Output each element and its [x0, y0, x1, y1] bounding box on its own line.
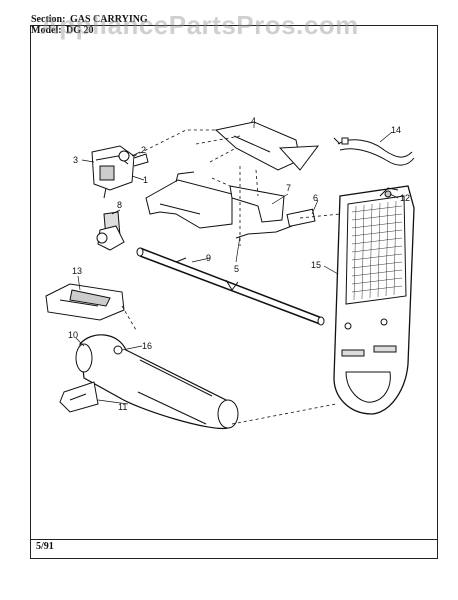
- callout-1: 1: [143, 175, 148, 185]
- model-value: DG 20: [66, 25, 94, 36]
- assembly-dashed-lines: [121, 129, 341, 425]
- wire-harness-part: [333, 137, 415, 166]
- callout-3: 3: [73, 155, 78, 165]
- burner-support-part: [59, 381, 99, 413]
- gas-valve-part: [91, 145, 149, 199]
- section-name: GAS CARRYING: [70, 14, 148, 25]
- callout-6: 6: [313, 193, 318, 203]
- model-label: Model:: [31, 25, 62, 36]
- callout-8: 8: [117, 200, 122, 210]
- callout-13: 13: [72, 266, 82, 276]
- callout-14: 14: [391, 125, 401, 135]
- footer-divider: [30, 539, 438, 540]
- gas-pipe-part: [136, 247, 325, 326]
- callout-16: 16: [142, 341, 152, 351]
- burner-bracket-part: [214, 121, 320, 171]
- section-label: Section:: [31, 14, 66, 25]
- watermark: AppliancePartsPros.com: [40, 10, 359, 40]
- mounting-bracket-part: [145, 171, 233, 229]
- callout-11: 11: [118, 402, 127, 412]
- callout-labels: 1 2 3 4 5 6 7 8 9 10 11 12 13 14 15 16: [68, 116, 410, 412]
- callout-15: 15: [311, 260, 321, 270]
- revision-date: 5/91: [36, 541, 54, 552]
- callout-leaders: [75, 124, 399, 405]
- callout-5: 5: [234, 264, 239, 274]
- callout-2: 2: [141, 145, 146, 155]
- callout-4: 4: [251, 116, 256, 126]
- burner-tube-part: [75, 334, 239, 430]
- small-bracket-part: [229, 185, 285, 223]
- burner-holder-part: [45, 283, 125, 321]
- heater-housing-part: [333, 185, 415, 415]
- callout-7: 7: [286, 183, 291, 193]
- callout-9: 9: [206, 253, 211, 263]
- callout-10: 10: [68, 330, 78, 340]
- valve-fitting-part: [96, 211, 125, 251]
- diagram-frame: [30, 25, 438, 559]
- callout-12: 12: [400, 193, 410, 203]
